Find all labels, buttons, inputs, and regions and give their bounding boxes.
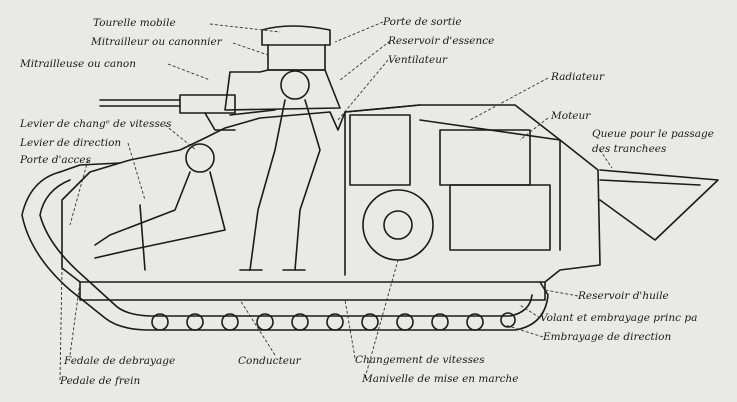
label-manivelle: Manivelle de mise en marche xyxy=(362,373,519,385)
label-mitrailleur: Mitrailleur ou canonnier xyxy=(91,36,222,48)
flywheel xyxy=(362,189,434,261)
machine-gun xyxy=(99,94,236,131)
tail-skid xyxy=(599,169,719,241)
road-wheels xyxy=(151,312,516,331)
label-conducteur: Conducteur xyxy=(238,355,301,367)
engine xyxy=(349,114,561,251)
label-changement-vitesses: Changement de vitesses xyxy=(355,354,485,366)
label-levier-direction: Levier de direction xyxy=(20,137,122,149)
label-porte-sortie: Porte de sortie xyxy=(383,16,462,28)
label-reservoir-essence: Reservoir d'essence xyxy=(388,35,495,47)
hull xyxy=(61,104,601,301)
label-moteur: Moteur xyxy=(551,110,591,122)
label-tourelle-mobile: Tourelle mobile xyxy=(93,17,176,29)
label-pedale-frein: Pedale de frein xyxy=(60,375,141,387)
label-ventilateur: Ventilateur xyxy=(388,54,448,66)
label-reservoir-huile: Reservoir d'huile xyxy=(578,290,669,302)
track xyxy=(21,162,549,331)
label-queue-line1: Queue pour le passage xyxy=(592,128,714,140)
label-mitrailleuse: Mitrailleuse ou canon xyxy=(20,58,137,70)
label-queue-line2: des tranchees xyxy=(592,143,667,155)
gunner-figure xyxy=(229,70,321,271)
driver-figure xyxy=(94,143,226,271)
label-levier-vitesses: Levier de changᵉ de vitesses xyxy=(20,118,172,130)
label-radiateur: Radiateur xyxy=(551,71,604,83)
label-pedale-debrayage: Fedale de debrayage xyxy=(64,355,176,367)
label-embrayage-direction: Embrayage de direction xyxy=(543,331,672,343)
label-porte-acces: Porte d'acces xyxy=(20,154,91,166)
turret xyxy=(224,25,341,111)
label-volant-embrayage: Volant et embrayage princ pa xyxy=(540,312,698,324)
